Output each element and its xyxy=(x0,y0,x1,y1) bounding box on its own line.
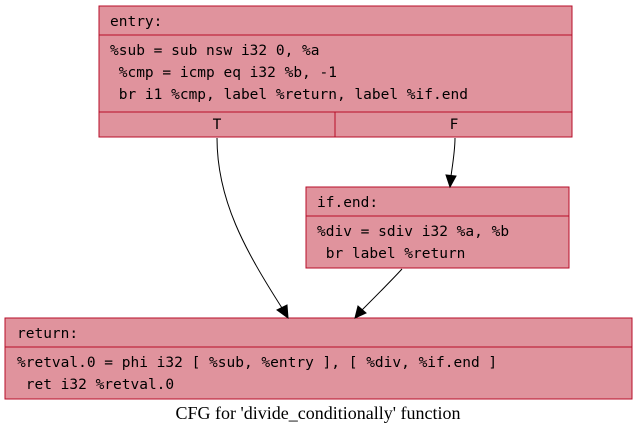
edge-entry-true-to-return-arrowhead xyxy=(276,304,289,320)
node-if-end-label: if.end: xyxy=(317,195,378,211)
node-return-line-2: ret i32 %retval.0 xyxy=(17,377,174,393)
node-entry-port-true[interactable]: T xyxy=(213,117,222,133)
node-return-line-1: %retval.0 = phi i32 [ %sub, %entry ], [ … xyxy=(17,355,497,371)
node-return[interactable]: return: %retval.0 = phi i32 [ %sub, %ent… xyxy=(4,317,633,400)
graph-caption: CFG for 'divide_conditionally' function xyxy=(176,403,461,423)
node-if-end-line-2: br label %return xyxy=(317,246,465,262)
node-if-end-line-1: %div = sdiv i32 %a, %b xyxy=(317,224,509,240)
node-entry[interactable]: entry: %sub = sub nsw i32 0, %a %cmp = i… xyxy=(98,5,573,138)
node-entry-line-3: br i1 %cmp, label %return, label %if.end xyxy=(110,87,468,103)
node-return-label: return: xyxy=(17,326,78,342)
edge-if-end-to-return-arrowhead xyxy=(354,305,367,319)
node-entry-line-1: %sub = sub nsw i32 0, %a xyxy=(110,43,320,59)
node-return-box xyxy=(4,317,633,400)
edge-if-end-to-return xyxy=(354,268,403,319)
node-entry-line-2: %cmp = icmp eq i32 %b, -1 xyxy=(110,65,337,81)
node-entry-label: entry: xyxy=(110,14,162,30)
edge-entry-false-to-if-end-arrowhead xyxy=(445,174,457,189)
node-if-end-box xyxy=(305,186,570,269)
node-if-end[interactable]: if.end: %div = sdiv i32 %a, %b br label … xyxy=(305,186,570,269)
node-entry-port-false[interactable]: F xyxy=(450,117,459,133)
edge-entry-true-to-return xyxy=(216,137,289,320)
edge-entry-false-to-if-end xyxy=(445,137,457,189)
